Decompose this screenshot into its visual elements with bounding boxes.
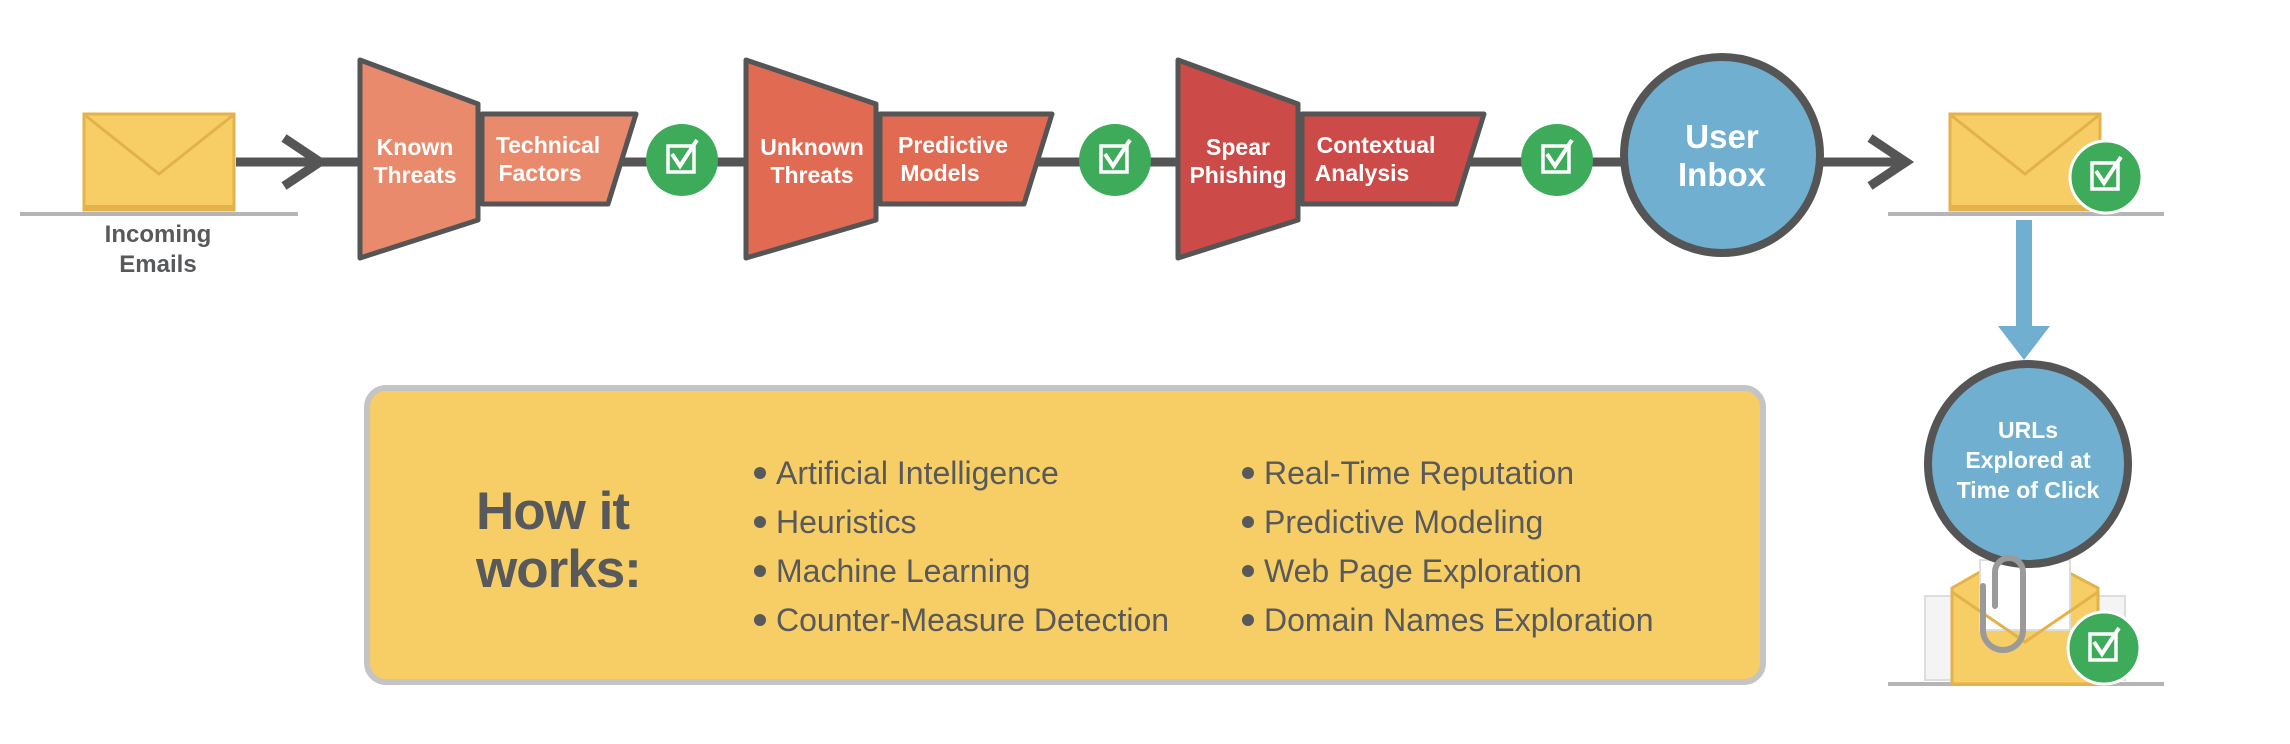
bullet-icon bbox=[754, 613, 766, 626]
technique-list-left: Artificial Intelligence Heuristics Machi… bbox=[754, 449, 1169, 645]
stage-1-right-label-2: Factors bbox=[498, 160, 581, 186]
stage-3-left-label-2: Phishing bbox=[1189, 162, 1286, 188]
stage-unknown-threats: Unknown Threats Predictive Models bbox=[743, 57, 1055, 261]
bullet-icon bbox=[754, 564, 766, 577]
check-icon bbox=[1521, 124, 1593, 196]
list-item: Artificial Intelligence bbox=[754, 449, 1169, 498]
incoming-label: Incoming bbox=[105, 221, 212, 248]
check-icon bbox=[1079, 124, 1151, 196]
bullet-icon bbox=[1242, 613, 1254, 626]
stage-3-right-label-2: Analysis bbox=[1315, 160, 1410, 186]
check-icon bbox=[2068, 139, 2144, 215]
urls-label-3: Time of Click bbox=[1957, 477, 2100, 503]
stage-3-left-label: Spear bbox=[1206, 134, 1270, 160]
down-arrow-icon bbox=[1998, 220, 2050, 360]
stage-2-left-label-2: Threats bbox=[770, 162, 853, 188]
inbox-label-2: Inbox bbox=[1678, 156, 1767, 193]
list-item: Heuristics bbox=[754, 498, 1169, 547]
how-it-works-panel: How it works: Artificial Intelligence He… bbox=[364, 385, 1766, 685]
stage-2-right-label: Predictive bbox=[898, 132, 1008, 158]
arrowhead-incoming bbox=[281, 134, 329, 190]
stage-known-threats: Known Threats Technical Factors bbox=[357, 57, 639, 261]
incoming-envelope-icon bbox=[20, 112, 298, 216]
list-item: Domain Names Exploration bbox=[1242, 596, 1654, 645]
user-inbox-node: User Inbox bbox=[1620, 53, 1824, 257]
incoming-label-2: Emails bbox=[119, 251, 196, 278]
list-item: Machine Learning bbox=[754, 547, 1169, 596]
check-icon bbox=[2066, 610, 2142, 686]
bullet-icon bbox=[1242, 466, 1254, 479]
stage-1-left-label: Known bbox=[377, 134, 454, 160]
how-it-works-title: How it works: bbox=[476, 483, 696, 599]
stage-2-left-label: Unknown bbox=[760, 134, 864, 160]
bullet-icon bbox=[754, 515, 766, 528]
arrowhead-outgoing bbox=[1867, 134, 1915, 190]
stage-1-right-label: Technical bbox=[496, 132, 600, 158]
list-item: Counter-Measure Detection bbox=[754, 596, 1169, 645]
how-title-line-2: works: bbox=[476, 540, 642, 599]
list-item: Real-Time Reputation bbox=[1242, 449, 1654, 498]
stage-3-right-label: Contextual bbox=[1317, 132, 1436, 158]
list-item: Web Page Exploration bbox=[1242, 547, 1654, 596]
paperclip-icon bbox=[1980, 555, 2026, 653]
urls-explored-node: URLs Explored at Time of Click bbox=[1924, 360, 2132, 568]
urls-label: URLs bbox=[1998, 417, 2058, 443]
check-icon bbox=[646, 124, 718, 196]
bullet-icon bbox=[1242, 515, 1254, 528]
bullet-icon bbox=[754, 466, 766, 479]
stage-1-left-label-2: Threats bbox=[373, 162, 456, 188]
stage-spear-phishing: Spear Phishing Contextual Analysis bbox=[1175, 57, 1487, 261]
how-title-line-1: How it bbox=[476, 482, 630, 541]
technique-list-right: Real-Time Reputation Predictive Modeling… bbox=[1242, 449, 1654, 645]
bullet-icon bbox=[1242, 564, 1254, 577]
urls-label-2: Explored at bbox=[1965, 447, 2091, 473]
stage-2-right-label-2: Models bbox=[900, 160, 979, 186]
list-item: Predictive Modeling bbox=[1242, 498, 1654, 547]
inbox-label: User bbox=[1685, 118, 1759, 155]
